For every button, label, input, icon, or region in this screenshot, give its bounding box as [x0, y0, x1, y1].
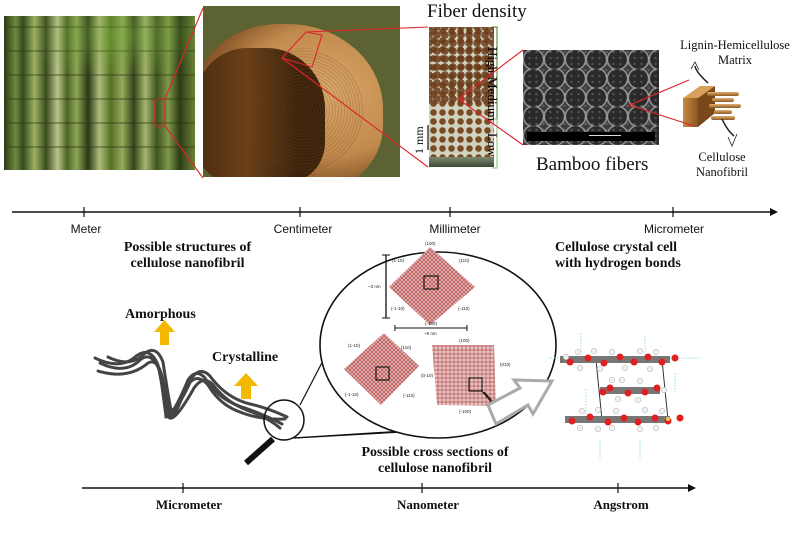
structures-caption: Possible structures of cellulose nanofib…: [110, 240, 265, 272]
crystalline-label: Crystalline: [212, 350, 279, 365]
facet-a-110: (110): [459, 258, 470, 263]
nanofibril-label-line1: Cellulose: [698, 150, 746, 164]
amorphous-label: Amorphous: [125, 307, 196, 322]
tick-label-meter: Meter: [70, 222, 102, 236]
magnifier-handle-icon: [244, 436, 275, 466]
bamboo-fibers-label: Bamboo fibers: [536, 154, 649, 175]
structures-caption-line2: cellulose nanofibril: [130, 256, 245, 271]
tick-label-micrometer-bottom: Micrometer: [155, 497, 223, 512]
cross-sections-caption-line2: cellulose nanofibril: [378, 461, 492, 476]
facet-b-1-10: (1-10): [348, 343, 361, 348]
cellulose-chain-bottom: [565, 407, 684, 433]
nanofibril-label: Cellulose Nanofibril: [682, 150, 762, 180]
crystal-cell-caption-line2: with hydrogen bonds: [555, 256, 681, 271]
tick-label-millimeter: Millimeter: [429, 222, 481, 236]
axis-arrow-icon: [770, 208, 778, 216]
dimension-vertical: ~3 nm: [368, 284, 381, 289]
magnifier-lens: [263, 399, 305, 441]
cellulose-chain-top: [560, 348, 679, 373]
matrix-label-line2: Matrix: [717, 53, 753, 67]
structures-caption-line1: Possible structures of: [123, 240, 252, 255]
sem-micrograph: [523, 50, 659, 145]
bamboo-forest-photo: [4, 16, 195, 170]
facet-c-neg100: (-100): [459, 409, 472, 414]
nanofibril-label-line2: Nanofibril: [695, 165, 749, 179]
facet-c-0-10: (0-10): [421, 373, 434, 378]
fiber-density-title: Fiber density: [427, 1, 527, 22]
hollow-arrow-icon: [486, 378, 555, 427]
zoom-box-sem: [629, 102, 635, 108]
cross-sections-caption: Possible cross sections of cellulose nan…: [355, 445, 515, 477]
facet-a-1-10: (1-10): [392, 258, 405, 263]
matrix-pointer: [694, 65, 709, 84]
matrix-label: Lignin-Hemicellulose Matrix: [676, 38, 794, 68]
crystalline-arrow-icon: [234, 373, 258, 399]
tick-label-angstrom: Angstrom: [593, 497, 649, 512]
tick-label-nanometer: Nanometer: [396, 497, 460, 512]
crystal-cell-caption: Cellulose crystal cell with hydrogen bon…: [555, 240, 705, 272]
cross-section-a: [389, 247, 475, 325]
tick-label-centimeter: Centimeter: [273, 222, 333, 236]
dimension-horizontal: ~5 nm: [424, 331, 437, 336]
zoom-box-culm: [280, 31, 323, 68]
facet-a-100: (100): [425, 241, 436, 246]
cellulose-chain-middle: [599, 377, 668, 404]
nanofibril-pointer: [721, 118, 735, 137]
fiber-density-photo: [429, 27, 494, 167]
zoom-box-forest: [154, 98, 166, 127]
crystal-cell-caption-line1: Cellulose crystal cell: [555, 240, 678, 255]
facet-b-110: (110): [401, 345, 412, 350]
sem-info-bar: [527, 132, 655, 141]
cross-sections-caption-line1: Possible cross sections of: [361, 445, 509, 460]
amorphous-arrow-icon: [154, 320, 175, 345]
facet-c-100: (100): [459, 338, 470, 343]
matrix-label-line1: Lignin-Hemicellulose: [680, 38, 790, 52]
facet-c-010: (010): [500, 362, 511, 367]
facet-b-neg1-10: (-1-10): [345, 392, 359, 397]
bamboo-culm-photo: [203, 6, 400, 177]
strand-1: [93, 351, 287, 421]
axis-arrow-icon: [688, 484, 696, 492]
tick-label-micrometer: Micrometer: [643, 222, 705, 236]
facet-a-neg100: (-100): [425, 321, 438, 326]
cross-section-b: [344, 333, 419, 405]
facet-a-neg1-10: (-1-10): [391, 306, 405, 311]
facet-a-neg110: (-110): [458, 306, 470, 311]
facet-b-neg110: (-110): [403, 393, 415, 398]
